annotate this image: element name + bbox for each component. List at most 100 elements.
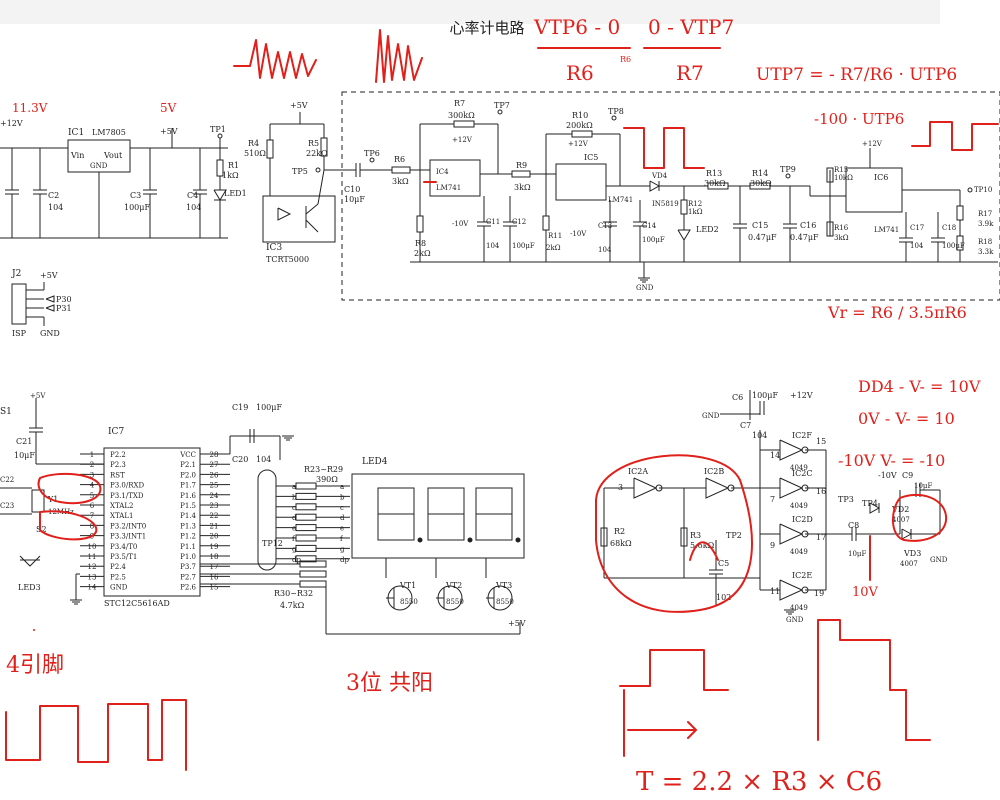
- component-label: C8: [848, 521, 859, 530]
- mcu-pin-number: 11: [88, 553, 97, 561]
- window-top-strip: [0, 0, 940, 24]
- diode: [649, 180, 661, 192]
- component-label: 10μF: [14, 451, 35, 460]
- component-label: +12V: [862, 140, 883, 148]
- component-label: 10μF: [344, 195, 365, 204]
- segment-resistor: [295, 482, 317, 490]
- segment-resistor: [295, 524, 317, 532]
- mcu-pin-label: P2.2: [110, 451, 126, 459]
- component-label: 17: [816, 533, 826, 542]
- component-label: C22: [0, 476, 14, 484]
- component-label: 16: [816, 487, 826, 496]
- component-label: C23: [0, 502, 14, 510]
- component-label: R23~R29: [304, 465, 343, 474]
- display-segment-label: b: [340, 493, 345, 501]
- mcu-pin-label: P1.3: [180, 522, 196, 530]
- component-label: IC7: [108, 427, 124, 437]
- component-label: 10kΩ: [834, 174, 853, 182]
- component-label: 7: [770, 495, 775, 504]
- handwritten-note: VTP6 - 0: [533, 15, 620, 39]
- component-label: 11: [770, 587, 780, 596]
- component-label: C4: [187, 191, 198, 200]
- component-label: 9: [770, 541, 775, 550]
- resistor: [826, 221, 834, 237]
- display-segment-label: f: [340, 535, 344, 543]
- component-label: LM7805: [92, 128, 126, 137]
- component-label: +5V: [290, 101, 308, 110]
- inverter-gate: [633, 477, 658, 499]
- component-label: TP9: [780, 165, 796, 174]
- component-label: S1: [0, 407, 12, 417]
- component-label: VD3: [903, 549, 921, 558]
- mcu-pin-number: 22: [210, 512, 219, 520]
- mcu-pin-label: VCC: [179, 451, 196, 459]
- component-label: C9: [902, 471, 913, 480]
- component-label: LED3: [18, 583, 41, 592]
- equals-sign: R6: [620, 55, 631, 64]
- resistor: [826, 167, 834, 183]
- data-bus: [257, 469, 277, 571]
- bus-segment-label: d: [292, 514, 297, 522]
- component-label: -10V: [878, 471, 897, 480]
- mcu-pin-number: 14: [88, 584, 97, 592]
- component-label: IC2F: [792, 431, 812, 440]
- component-label: VT2: [445, 581, 462, 590]
- mcu-pin-label: P3.0/RXD: [110, 482, 144, 490]
- component-label: +5V: [40, 271, 58, 280]
- resistor: [571, 130, 593, 138]
- mcu-pin-number: 21: [210, 522, 219, 530]
- square-wave: [817, 619, 931, 741]
- component-label: -10V: [452, 220, 469, 228]
- op-amp-ic4: [429, 159, 481, 197]
- resistor: [511, 170, 531, 178]
- component-label: IC2C: [792, 469, 813, 478]
- oscillator-circle: [595, 454, 753, 613]
- component-label: IC2E: [792, 571, 812, 580]
- component-label: GND: [702, 412, 720, 420]
- segment-resistor: [295, 544, 317, 552]
- handwritten-note: -10V V- = -10: [838, 451, 945, 470]
- bus-segment-label: a: [292, 483, 296, 491]
- decimal-point: [417, 537, 423, 543]
- mcu-pin-number: 23: [210, 502, 219, 510]
- base-resistor: [299, 570, 327, 578]
- crystal-circle: [37, 472, 102, 505]
- component-label: C16: [800, 221, 816, 230]
- component-label: 0.47μF: [790, 233, 819, 242]
- mcu-pin-number: 28: [210, 451, 219, 459]
- component-label: 0.47μF: [748, 233, 777, 242]
- diagram-title: 心率计电路: [449, 19, 524, 37]
- mcu-pin-label: XTAL2: [110, 502, 133, 510]
- component-label: IC5: [584, 153, 598, 162]
- component-label: 300kΩ: [448, 111, 475, 120]
- component-label: -10V: [570, 230, 587, 238]
- component-label: TP10: [974, 186, 992, 194]
- component-label: 104: [186, 203, 201, 212]
- component-label: IC1: [68, 128, 84, 138]
- mcu-pin-number: 1: [90, 451, 94, 459]
- handwritten-note: 4引脚: [6, 653, 64, 678]
- decimal-point: [467, 537, 473, 543]
- component-label: 104: [256, 455, 271, 464]
- component-label: R11: [548, 232, 562, 240]
- mcu-pin-label: P1.1: [180, 543, 196, 551]
- handwritten-note: 0 - VTP7: [648, 15, 734, 39]
- mcu-pin-number: 10: [88, 543, 97, 551]
- inverter-gate: [779, 579, 804, 601]
- mcu-pin-number: 2: [90, 461, 94, 469]
- component-label: +12V: [790, 391, 813, 400]
- display-segment-label: c: [340, 504, 344, 512]
- bus-segment-label: b: [292, 493, 297, 501]
- component-label: GND: [786, 616, 804, 624]
- component-label: R17: [978, 210, 992, 218]
- diode: [901, 528, 913, 540]
- component-label: 30kΩ: [704, 179, 726, 188]
- component-label: R6: [394, 155, 405, 164]
- resistor: [680, 527, 688, 547]
- component-label: 8550: [496, 598, 514, 606]
- component-label: R2: [614, 527, 625, 536]
- component-label: C2: [48, 191, 59, 200]
- test-point: [967, 187, 973, 193]
- component-label: GND: [930, 556, 948, 564]
